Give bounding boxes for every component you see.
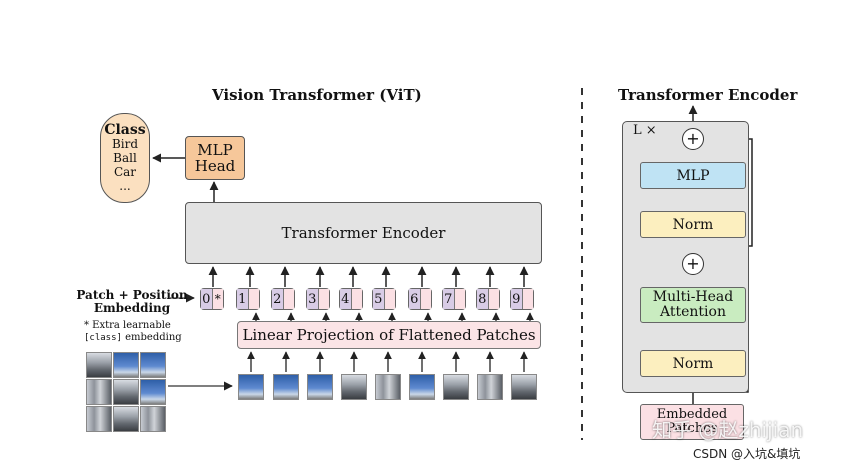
image-patch (140, 352, 166, 378)
extra-note-line1: * Extra learnable (84, 320, 171, 331)
encoder-mlp-box: MLP (640, 162, 746, 189)
image-patch (113, 352, 139, 378)
token-index: 4 (340, 289, 352, 309)
add-icon: + (682, 128, 704, 150)
encoder-norm-lower: Norm (640, 350, 746, 377)
patch-position-line1: Patch + Position (76, 288, 188, 302)
extra-note-suffix: embedding (121, 332, 182, 343)
patch-position-label: Patch + Position Embedding (66, 289, 198, 315)
multi-head-attention-box: Multi-Head Attention (640, 287, 746, 323)
mlp-head-box: MLP Head (185, 136, 245, 180)
mha-line1: Multi-Head (652, 289, 734, 305)
csdn-credit: CSDN @入坑&填坑 (693, 447, 801, 461)
transformer-encoder-box: Transformer Encoder (185, 202, 542, 264)
token: 2 (271, 288, 295, 310)
image-patch (86, 406, 112, 432)
mlp-head-line1: MLP (197, 141, 233, 159)
token-index: 9 (511, 289, 523, 309)
flattened-patch (477, 374, 503, 400)
repeat-label: L × (633, 123, 657, 138)
image-patch (140, 379, 166, 405)
class-output: Class Bird Ball Car ... (100, 113, 150, 203)
class-item: Bird (111, 137, 139, 151)
token-index: 1 (237, 289, 249, 309)
embedded-line1: Embedded (656, 407, 728, 422)
token-embedding (318, 289, 329, 309)
encoder-title: Transformer Encoder (618, 86, 798, 104)
token-index: 8 (477, 289, 489, 309)
token-index: 2 (272, 289, 284, 309)
extra-embedding-note: * Extra learnable [class] embedding (84, 320, 194, 344)
image-patch (140, 406, 166, 432)
projection-arrows (252, 312, 534, 321)
flattened-patch (375, 374, 401, 400)
token-index: 7 (443, 289, 455, 309)
image-patch (86, 379, 112, 405)
class-token-mono: [class] (84, 333, 122, 343)
token-embedding (384, 289, 395, 309)
flattened-patch (341, 374, 367, 400)
image-patch (113, 379, 139, 405)
class-item: ... (119, 179, 131, 193)
token: 7 (442, 288, 466, 310)
class-item: Car (113, 165, 137, 179)
token-class-star: * (212, 289, 223, 309)
image-patch (113, 406, 139, 432)
token-embedding (522, 289, 533, 309)
token-embedding (488, 289, 499, 309)
patch-arrows (247, 351, 528, 372)
token-index: 6 (409, 289, 421, 309)
token: 1 (236, 288, 260, 310)
token: 5 (372, 288, 396, 310)
token-index: 0 (201, 289, 213, 309)
token: 6 (408, 288, 432, 310)
class-heading: Class (104, 122, 146, 138)
token-index: 3 (307, 289, 319, 309)
linear-projection-box: Linear Projection of Flattened Patches (237, 321, 541, 349)
flattened-patch (511, 374, 537, 400)
image-patch (86, 352, 112, 378)
vit-title: Vision Transformer (ViT) (212, 86, 422, 104)
flattened-patch (409, 374, 435, 400)
patch-position-line2: Embedding (93, 301, 171, 315)
token: 9 (510, 288, 534, 310)
token-arrows (208, 266, 529, 287)
add-icon: + (682, 253, 704, 275)
token-embedding (454, 289, 465, 309)
embedded-patches-box: Embedded Patches (640, 404, 744, 440)
token-index: 5 (373, 289, 385, 309)
class-item: Ball (113, 151, 137, 165)
flattened-patch (307, 374, 333, 400)
token-embedding (420, 289, 431, 309)
mlp-head-line2: Head (194, 157, 236, 175)
mha-line2: Attention (660, 304, 726, 320)
token-embedding (248, 289, 259, 309)
token-class: 0* (200, 288, 224, 310)
flattened-patch (238, 374, 264, 400)
token: 8 (476, 288, 500, 310)
token: 4 (339, 288, 363, 310)
token: 3 (306, 288, 330, 310)
token-embedding (283, 289, 294, 309)
token-embedding (351, 289, 362, 309)
extra-note-line2: [class] embedding (84, 332, 194, 344)
zhihu-watermark: 知乎 @赵zhijian (652, 418, 804, 442)
flattened-patch (443, 374, 469, 400)
embedded-line2: Patches (666, 421, 718, 436)
encoder-norm-upper: Norm (640, 211, 746, 238)
flattened-patch (273, 374, 299, 400)
